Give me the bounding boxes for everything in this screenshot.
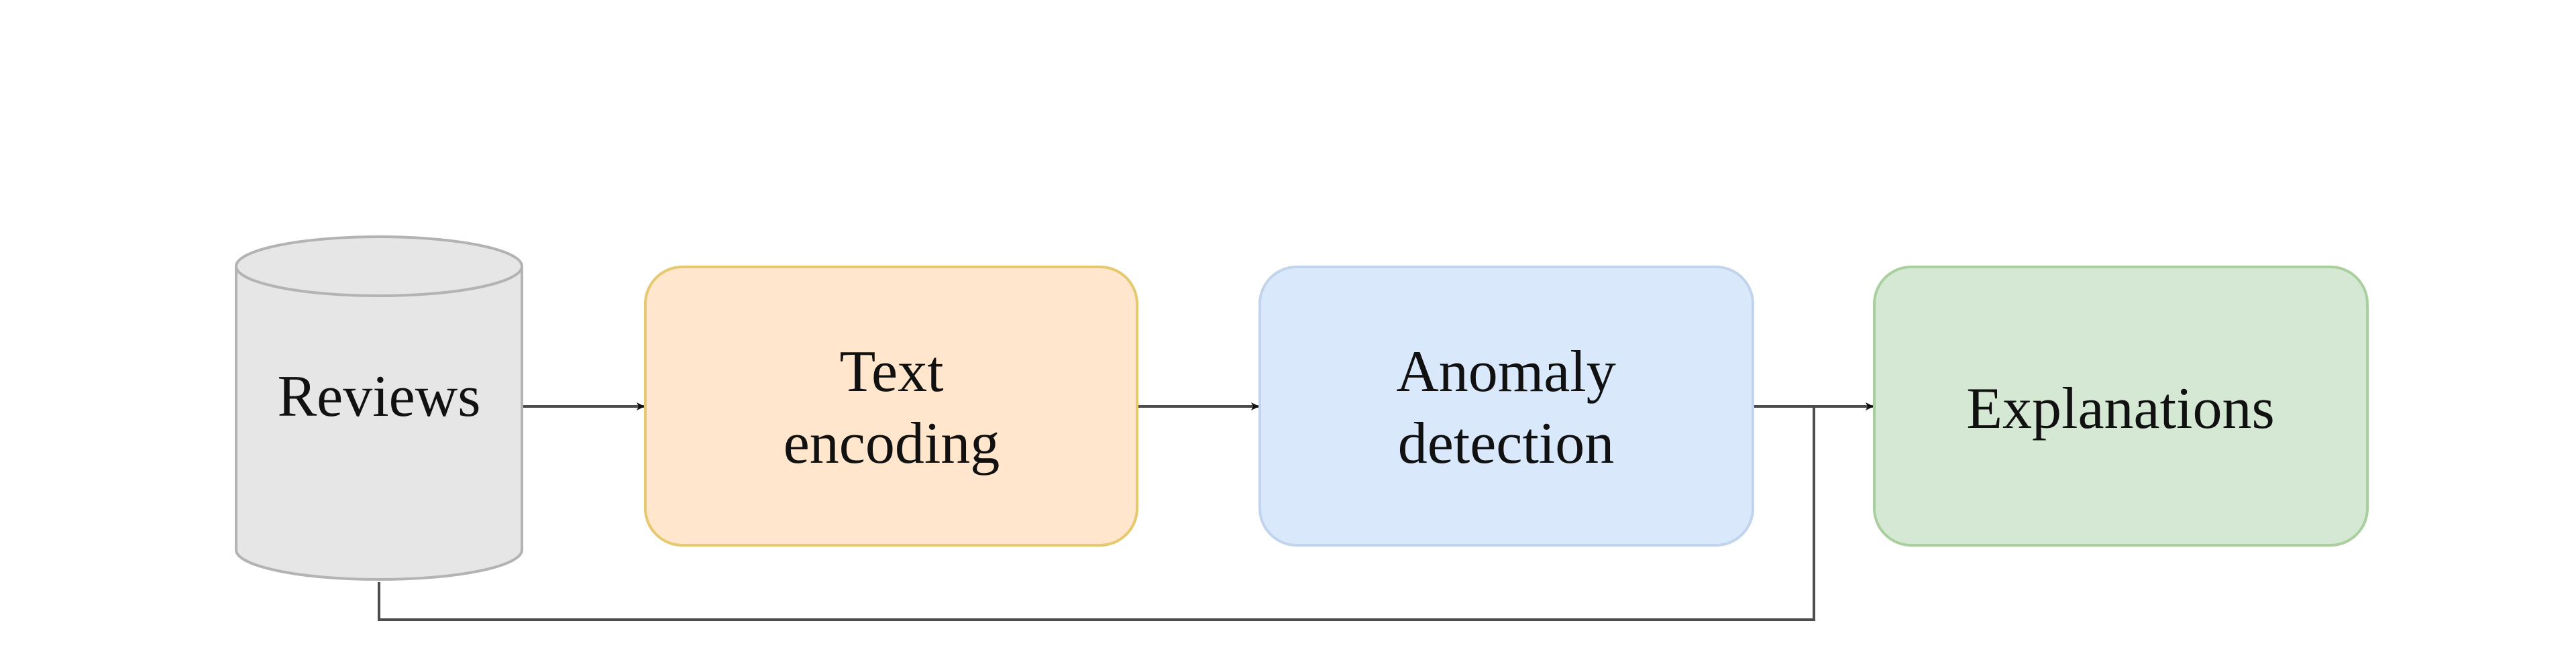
reviews-cylinder-top (235, 235, 523, 297)
reviews-label: Reviews (277, 364, 480, 429)
node-text-encoding: Text encoding (644, 266, 1138, 547)
explanations-label: Explanations (1966, 376, 2274, 441)
text-encoding-label-line2: encoding (784, 411, 1000, 476)
node-explanations: Explanations (1873, 266, 2369, 547)
anomaly-detection-label-line1: Anomaly (1396, 339, 1616, 404)
text-encoding-box (644, 266, 1138, 547)
explanations-box (1873, 266, 2369, 547)
reviews-cylinder-body (235, 266, 523, 581)
node-anomaly-detection: Anomaly detection (1258, 266, 1754, 547)
text-encoding-label-line1: Text (839, 339, 943, 404)
edges (378, 402, 1874, 621)
node-reviews: Reviews (235, 235, 523, 581)
anomaly-detection-box (1258, 266, 1754, 547)
anomaly-detection-label-line2: detection (1398, 411, 1615, 476)
edge-reviews-bypass-to-explanations (378, 406, 1815, 621)
